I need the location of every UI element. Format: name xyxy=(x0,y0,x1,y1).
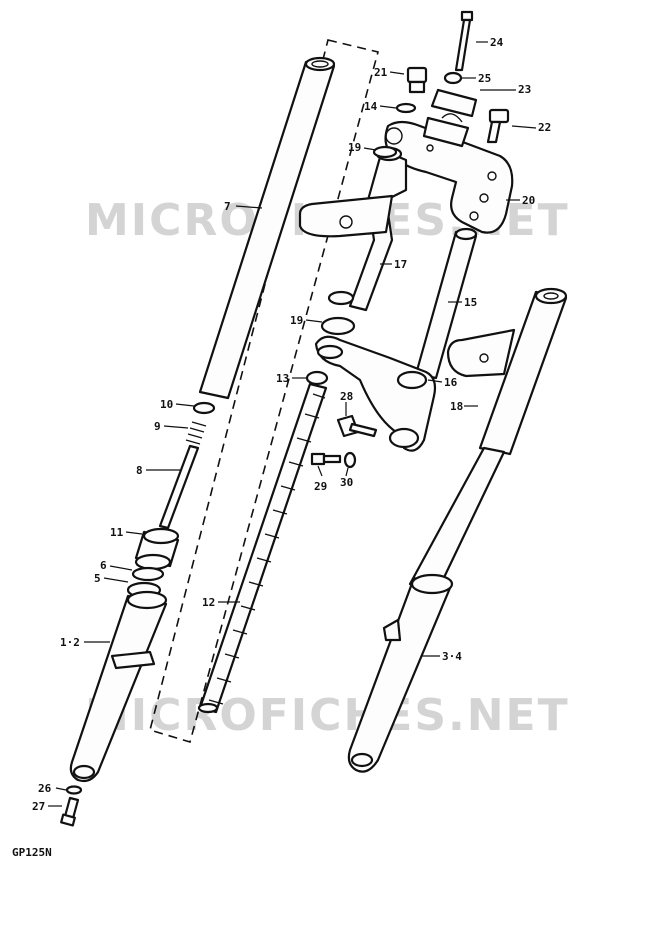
leader-lines xyxy=(48,41,537,807)
oil-seal-6 xyxy=(131,566,165,582)
assembly-boundary-dashed xyxy=(149,39,379,744)
washer-30 xyxy=(343,451,357,469)
drain-bolt-27 xyxy=(60,796,80,827)
bushing-11 xyxy=(134,527,180,571)
callout-5: 5 xyxy=(94,572,101,585)
callout-10: 10 xyxy=(160,398,173,411)
callout-1-2: 1·2 xyxy=(60,636,80,649)
callout-3-4: 3·4 xyxy=(442,650,462,663)
callout-24: 24 xyxy=(490,36,504,49)
bolt-29 xyxy=(310,452,342,466)
model-code-label: GP125N xyxy=(12,846,52,859)
callout-25: 25 xyxy=(478,72,491,85)
lower-bracket-16 xyxy=(314,335,437,452)
callout-20: 20 xyxy=(522,194,535,207)
fork-bolt-21 xyxy=(406,66,428,94)
watermark-bottom: MICROFICHES.NET xyxy=(85,690,570,741)
rebound-spring-9 xyxy=(185,421,207,445)
callout-30: 30 xyxy=(340,476,353,489)
callout-8: 8 xyxy=(136,464,143,477)
callout-22: 22 xyxy=(538,121,551,134)
callout-19-upper: 19 xyxy=(348,141,361,154)
callout-28: 28 xyxy=(340,390,353,403)
callout-6: 6 xyxy=(100,559,107,572)
damper-rod-8 xyxy=(158,444,200,530)
callout-27: 27 xyxy=(32,800,45,813)
callout-17: 17 xyxy=(394,258,407,271)
clamp-bolt-28 xyxy=(336,414,378,438)
callout-18: 18 xyxy=(450,400,463,413)
o-ring-14 xyxy=(395,102,417,114)
cover-ring-lower xyxy=(327,290,355,306)
cover-19-lower xyxy=(320,316,356,336)
callout-16: 16 xyxy=(444,376,458,389)
washer-26 xyxy=(65,785,83,795)
callout-21: 21 xyxy=(374,66,388,79)
callout-11: 11 xyxy=(110,526,124,539)
callout-9: 9 xyxy=(154,420,161,433)
callout-12: 12 xyxy=(202,596,215,609)
callout-15: 15 xyxy=(464,296,477,309)
ring-10 xyxy=(192,401,216,415)
callout-29: 29 xyxy=(314,480,327,493)
washer-25 xyxy=(443,71,463,85)
spring-seat-13 xyxy=(305,370,329,386)
headlight-bracket-17 xyxy=(298,146,408,312)
bolt-24 xyxy=(454,10,474,72)
callout-23: 23 xyxy=(518,83,531,96)
cover-19-upper xyxy=(372,145,398,159)
fork-tube-7 xyxy=(198,56,336,400)
fork-tube-18 xyxy=(446,287,568,456)
handlebar-clamp-23 xyxy=(422,88,478,148)
fork-spring-12 xyxy=(197,382,328,714)
outer-tube-right-3-4 xyxy=(347,446,506,773)
callout-13: 13 xyxy=(276,372,289,385)
steering-stem-15 xyxy=(414,227,478,380)
callout-19-lower: 19 xyxy=(290,314,303,327)
callout-14: 14 xyxy=(364,100,378,113)
clamp-bolt-22 xyxy=(486,108,510,144)
callout-7: 7 xyxy=(224,200,231,213)
outer-tube-left-1-2 xyxy=(69,590,168,783)
callout-26: 26 xyxy=(38,782,52,795)
